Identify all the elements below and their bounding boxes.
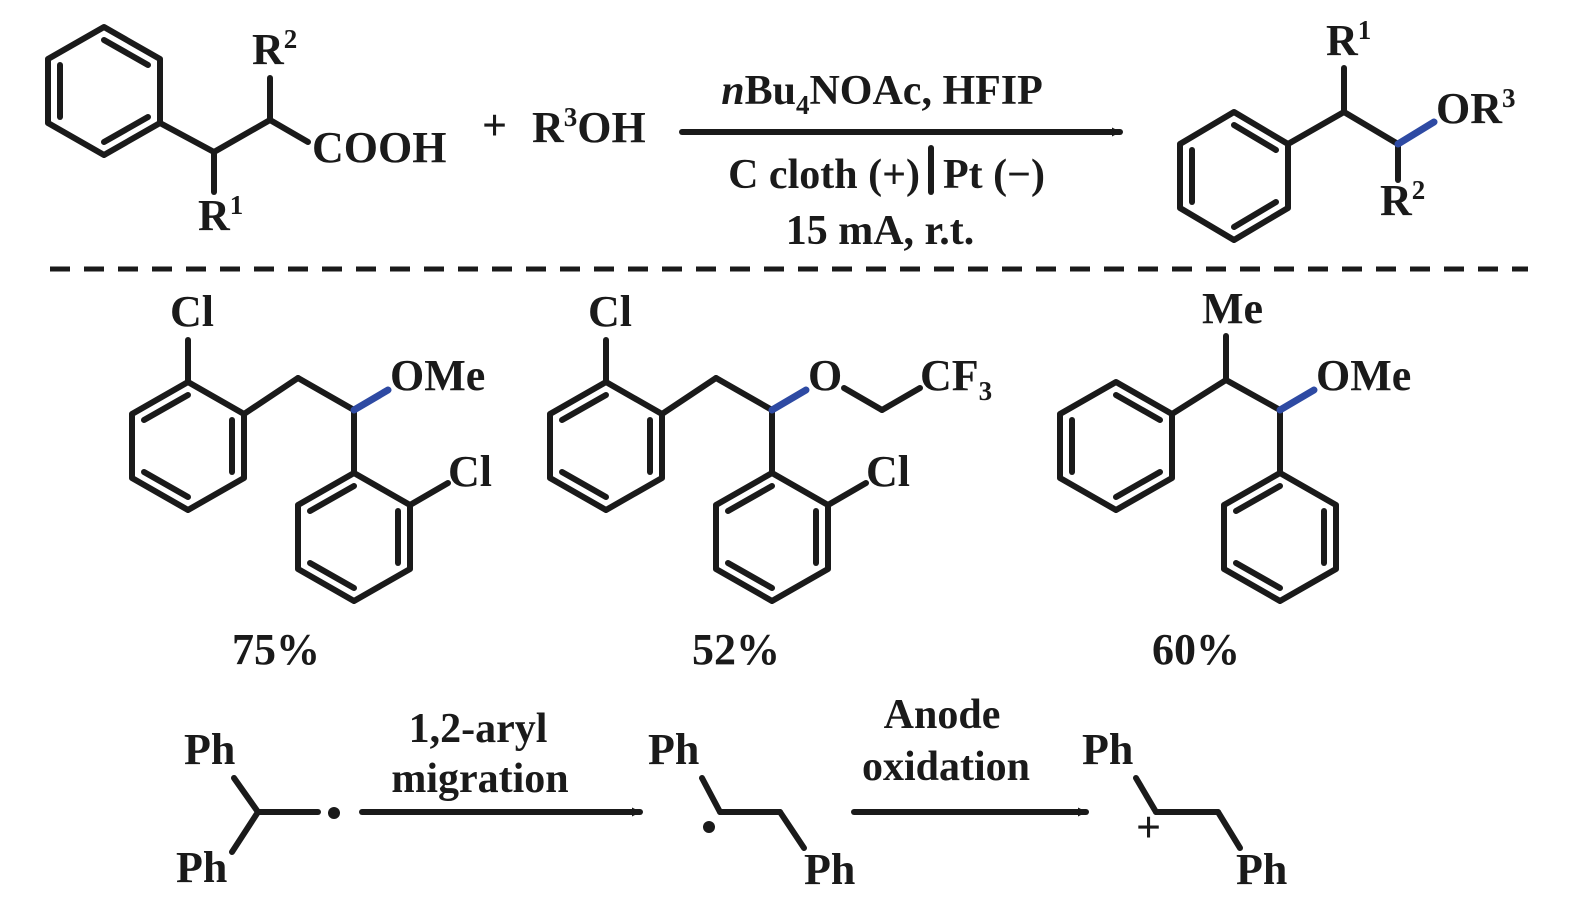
example-1: Cl OMe Cl 75% [129, 287, 492, 674]
anode-condition: C cloth (+) [728, 152, 920, 198]
chloro-label: Cl [448, 447, 492, 496]
benzene-ring [295, 470, 413, 604]
ether-oxygen-label: O [808, 351, 842, 400]
methoxy-label: OMe [1316, 351, 1411, 400]
diphenylalkyl-radical: Ph Ph [176, 725, 340, 892]
benzene-ring [547, 379, 665, 513]
benzene-ring [1177, 109, 1291, 243]
yield-label: 52% [692, 625, 780, 674]
new-co-bond [1276, 386, 1318, 414]
trifluoromethyl-label: CF3 [920, 351, 992, 406]
phenyl-label: Ph [1236, 845, 1287, 894]
yield-label: 60% [1152, 625, 1240, 674]
chloro-label: Cl [588, 287, 632, 336]
product-or3-label: OR3 [1436, 83, 1516, 133]
chain-bonds [185, 337, 451, 508]
skeleton-bonds [1133, 775, 1243, 851]
skeleton-bonds [699, 775, 807, 851]
product-r2-label: R2 [1380, 175, 1425, 225]
chain-bonds [1285, 65, 1401, 183]
product-structure: R1 OR3 R2 [1177, 15, 1516, 243]
benzene-ring [129, 379, 247, 513]
reaction-conditions: nBu4NOAc, HFIP C cloth (+) Pt (−) 15 mA,… [679, 68, 1123, 254]
mechanism: Ph Ph 1,2-aryl migration Ph Ph Anode oxi… [176, 692, 1287, 894]
chain-bonds [157, 75, 311, 195]
phenyl-label: Ph [176, 843, 227, 892]
benzene-ring [45, 24, 163, 158]
new-co-bond [768, 386, 810, 414]
benzene-ring [1057, 379, 1175, 513]
chain-bonds [1169, 333, 1283, 476]
aromatic-inner-bonds [725, 483, 819, 591]
aromatic-inner-bonds [141, 392, 235, 500]
radical-dot [328, 807, 340, 819]
conditions-line-3: 15 mA, r.t. [786, 208, 975, 254]
reactant-structure: R2 COOH R1 [45, 24, 446, 240]
migration-label-line-2: migration [391, 756, 568, 802]
migration-label-line-1: 1,2-aryl [409, 706, 548, 752]
aromatic-inner-bonds [1233, 483, 1327, 591]
conditions-line-1: nBu4NOAc, HFIP [721, 68, 1043, 120]
aromatic-inner-bonds [57, 37, 151, 145]
phenyl-label: Ph [1082, 725, 1133, 774]
reactant-acid-label: COOH [312, 123, 446, 172]
migrated-radical: Ph Ph [648, 725, 855, 894]
chain-bonds [603, 337, 923, 508]
chloro-label: Cl [170, 287, 214, 336]
skeleton-bonds [229, 775, 321, 855]
example-2: Cl O CF3 Cl 52% [547, 287, 992, 674]
oxidation-label-line-1: Anode [884, 692, 1001, 738]
phenyl-label: Ph [184, 725, 235, 774]
methyl-label: Me [1202, 284, 1263, 333]
aromatic-inner-bonds [1069, 392, 1163, 500]
alcohol-reagent: R3OH [532, 102, 646, 152]
carbocation: + Ph Ph [1082, 725, 1287, 894]
reactant-r2-label: R2 [252, 24, 297, 74]
reactant-r1-label: R1 [198, 190, 243, 240]
yield-label: 75% [232, 625, 320, 674]
methoxy-label: OMe [390, 351, 485, 400]
oxidation-label-line-2: oxidation [862, 744, 1030, 790]
product-r1-label: R1 [1326, 15, 1371, 65]
radical-dot [703, 821, 715, 833]
aromatic-inner-bonds [1189, 122, 1279, 230]
benzene-ring [1221, 470, 1339, 604]
benzene-ring [713, 470, 831, 604]
new-co-bond [1394, 118, 1438, 148]
plus-sign: + [482, 101, 507, 150]
aromatic-inner-bonds [559, 392, 653, 500]
chloro-label: Cl [866, 447, 910, 496]
example-3: Me OMe 60% [1057, 284, 1411, 674]
cathode-condition: Pt (−) [943, 152, 1045, 198]
phenyl-label: Ph [804, 845, 855, 894]
new-co-bond [350, 386, 392, 414]
phenyl-label: Ph [648, 725, 699, 774]
aromatic-inner-bonds [307, 483, 401, 591]
cation-charge: + [1136, 803, 1161, 852]
